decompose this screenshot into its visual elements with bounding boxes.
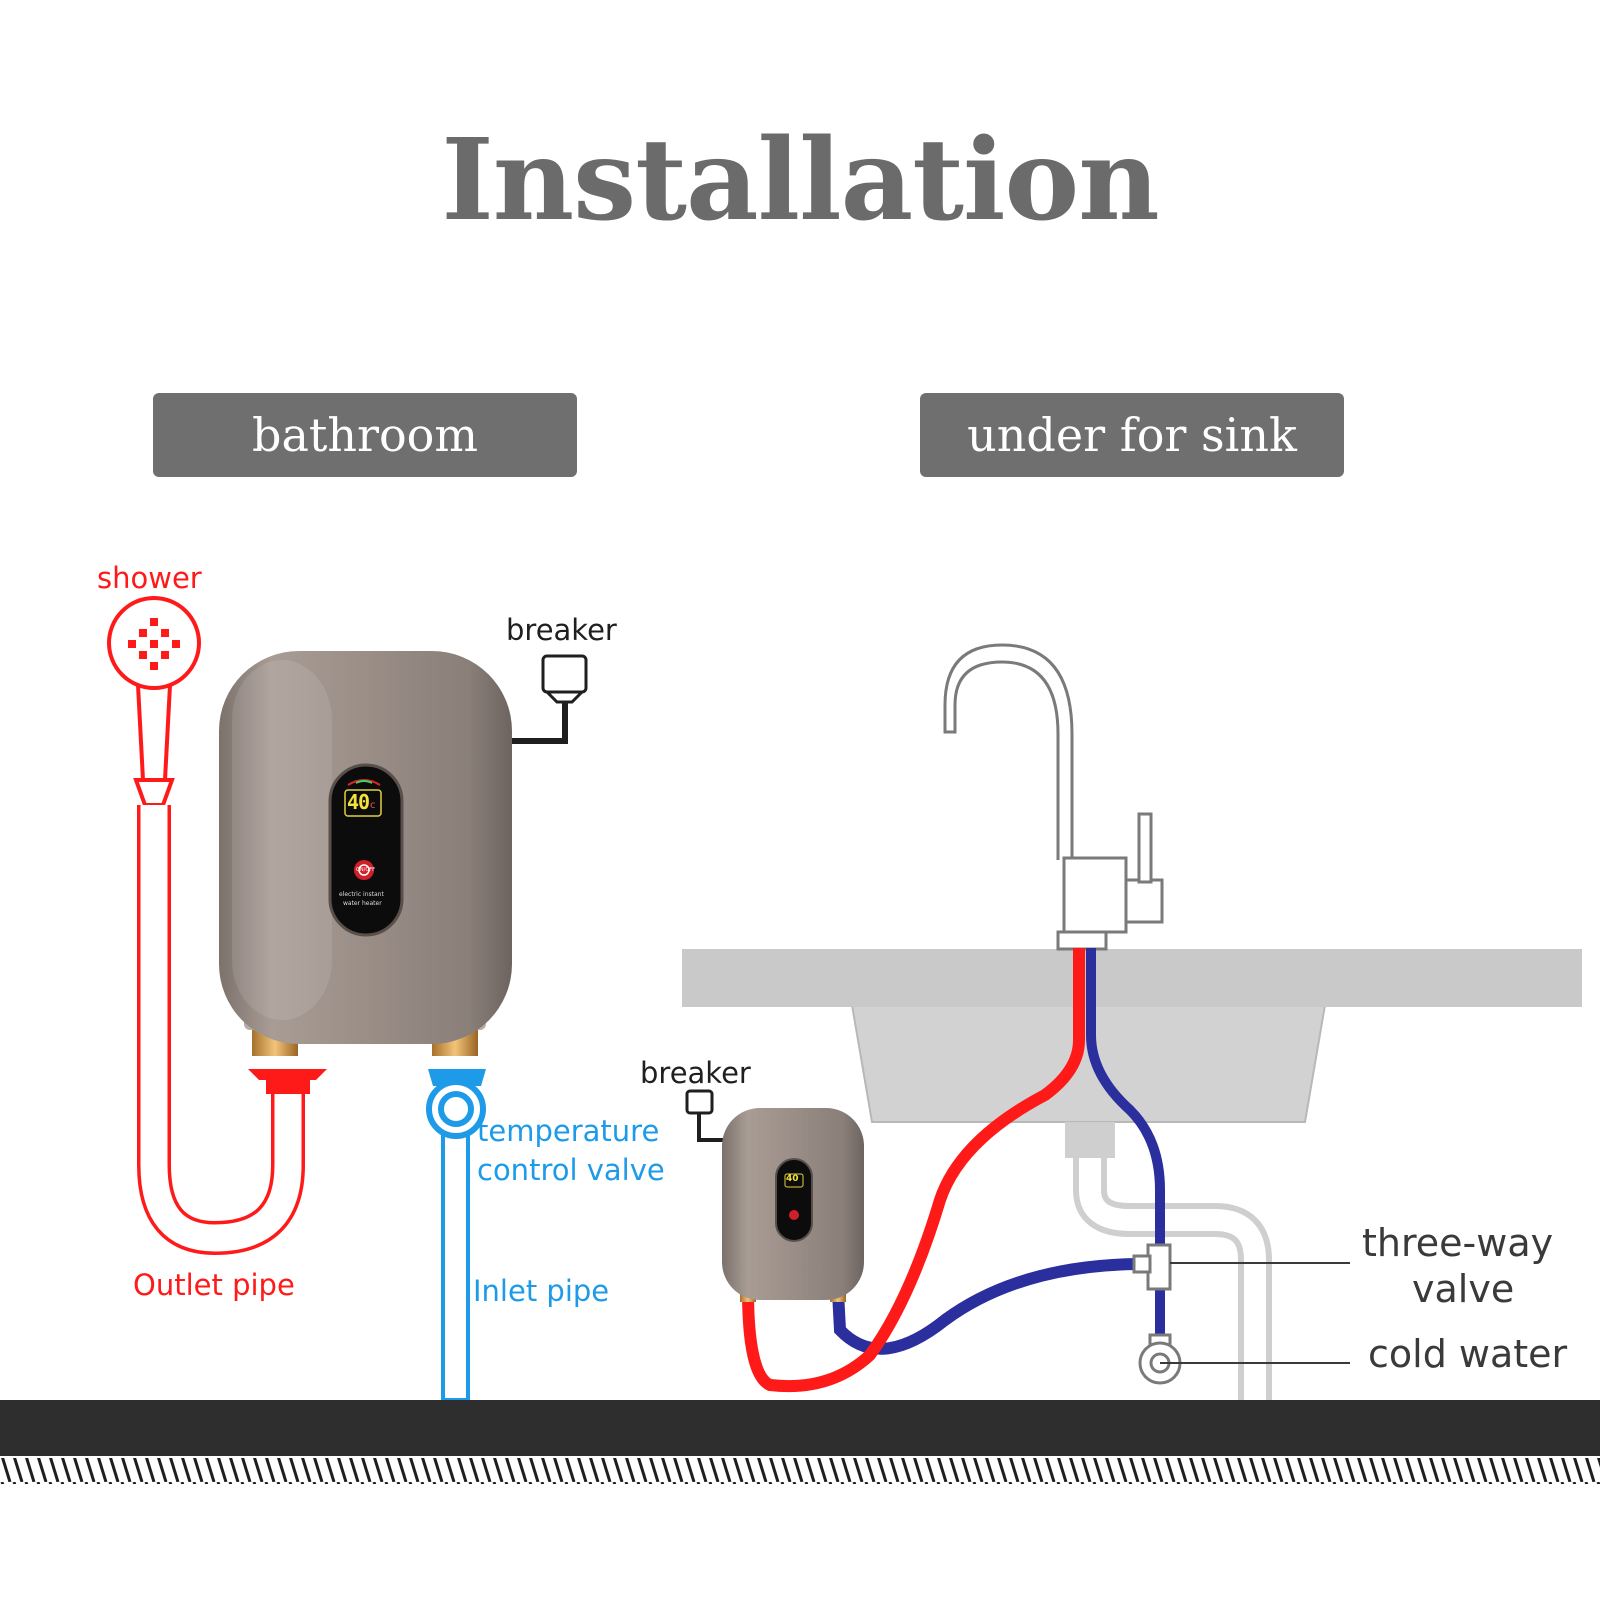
- heater-temp-display: 40: [347, 790, 370, 814]
- heater-power-label: ON/OFF: [356, 867, 376, 873]
- water-heater-small: [722, 1108, 864, 1302]
- sink-breaker-label: breaker: [640, 1056, 751, 1090]
- faucet-icon: [943, 643, 1164, 951]
- heater-temp-unit: c: [370, 800, 376, 811]
- cold-water-label: cold water: [1368, 1332, 1568, 1376]
- shower-head-icon: [107, 596, 201, 807]
- outlet-pipe-label: Outlet pipe: [133, 1268, 295, 1302]
- small-heater-temp-display: 40: [786, 1174, 799, 1184]
- three-way-valve-label-line2: valve: [1412, 1267, 1515, 1311]
- page-title: Installation: [441, 115, 1159, 246]
- three-way-valve-icon: [1132, 1243, 1350, 1291]
- heater-outlet-hose: [742, 948, 1085, 1393]
- shower-label: shower: [97, 561, 202, 595]
- floor-band: [0, 1400, 1600, 1456]
- bathroom-tag: bathroom: [153, 393, 577, 477]
- breaker-icon: [505, 654, 588, 744]
- heater-brand-line2: water heater: [343, 900, 382, 907]
- temperature-valve-label-line2: control valve: [477, 1153, 665, 1187]
- temperature-valve-label-line1: temperature: [477, 1114, 660, 1148]
- inlet-pipe: [441, 1118, 470, 1402]
- breaker-small-icon: [685, 1089, 725, 1142]
- countertop: [682, 949, 1582, 1007]
- heater-inlet-hose: [832, 1258, 1141, 1355]
- three-way-valve-label-line1: three-way: [1362, 1221, 1554, 1265]
- outlet-connector-icon: [248, 1069, 327, 1094]
- sink-tag: under for sink: [920, 393, 1344, 477]
- temperature-control-valve-icon: [426, 1069, 486, 1139]
- water-heater-large: [219, 651, 512, 1056]
- breaker-label: breaker: [506, 613, 617, 647]
- cold-supply-hose: [1086, 948, 1165, 1260]
- floor-hatch: [0, 1458, 1600, 1484]
- inlet-pipe-label: Inlet pipe: [473, 1274, 610, 1308]
- heater-brand-line1: electric instant: [339, 891, 384, 898]
- cold-water-valve-icon: [1138, 1333, 1350, 1385]
